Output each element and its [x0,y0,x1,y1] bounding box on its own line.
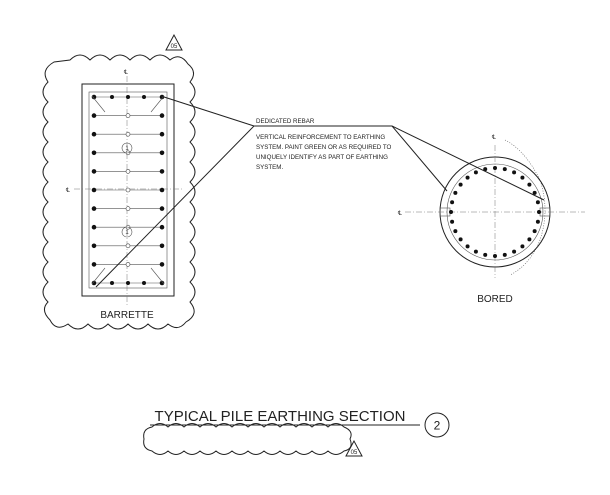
svg-text:SYSTEM.: SYSTEM. [256,164,283,171]
barrette-bar [110,281,114,285]
barrette-bar [142,281,146,285]
bored-bar [453,229,458,234]
barrette-bar [159,224,165,230]
centerline-mark-bored-top: ℄ [491,135,496,141]
bored-bar [512,249,517,254]
barrette-bar [91,262,97,267]
barrette-pile-mark-2: 1 [121,226,133,238]
bored-bar [527,182,532,187]
barrette-bar [159,280,165,286]
barrette-bar [91,187,97,193]
barrette-bar [125,187,131,193]
bored-bar [520,244,525,249]
centerline-mark-barrette-left: ℄ [65,188,70,194]
barrette-bars [91,94,165,286]
leader-lines [95,95,545,288]
title-revision-cloud [143,423,352,455]
barrette-bar [159,131,165,137]
bored-bar [493,166,497,170]
barrette-bar [159,243,165,249]
barrette-bar [91,131,97,137]
bored-pile: ℄ ℄ [397,135,585,278]
revision-tag-bottom: 05 [351,450,358,456]
revision-tag-top: 05 [171,44,178,50]
svg-text:1: 1 [125,146,129,152]
barrette-bar [159,169,165,174]
barrette-bar [91,224,97,230]
bored-bar [512,170,517,175]
bored-bar [535,219,540,224]
bored-bar [532,229,537,234]
bored-bar [532,190,537,195]
barrette-bar [126,95,130,99]
barrette-bar [125,206,131,211]
barrette-bar [159,150,165,156]
svg-text:SYSTEM. PAINT GREEN OR AS REQU: SYSTEM. PAINT GREEN OR AS REQUIRED TO [256,144,392,151]
bored-bar [450,200,455,205]
barrette-bar [91,206,97,211]
centerline-mark-bored-left: ℄ [397,211,402,217]
barrette-bar [125,113,131,118]
bored-bar [465,244,470,249]
bored-bar [537,210,541,214]
section-number-bubble: 2 [424,412,450,438]
svg-text:UNIQUELY IDENTIFY AS PART OF E: UNIQUELY IDENTIFY AS PART OF EARTHING [256,154,388,161]
barrette-label: BARRETTE [100,310,154,321]
bored-label: BORED [477,294,513,305]
bored-bars [449,166,541,258]
centerline-mark-barrette-top: ℄ [123,70,128,76]
svg-text:1: 1 [125,230,129,236]
section-number: 2 [434,419,441,433]
barrette-bar [91,280,97,286]
barrette-bar [142,95,146,99]
svg-text:VERTICAL REINFORCEMENT TO EART: VERTICAL REINFORCEMENT TO EARTHING [256,134,385,141]
barrette-bar [159,187,165,193]
leader-note: DEDICATED REBAR VERTICAL REINFORCEMENT T… [256,118,392,171]
revision-triangle-top: 05 [165,33,183,51]
barrette-pile-mark-1: 1 [121,142,133,154]
barrette-bar [91,150,97,156]
barrette-revision-cloud [42,54,196,330]
barrette-bar [91,113,97,118]
barrette-bar [159,262,165,267]
bored-bar [465,175,470,180]
barrette-bar [126,281,130,285]
bored-bar [450,219,455,224]
section-title: TYPICAL PILE EARTHING SECTION [155,408,406,425]
svg-text:DEDICATED REBAR: DEDICATED REBAR [256,118,315,125]
bored-bar [535,200,540,205]
barrette-bar [125,262,131,267]
barrette-bar [125,169,131,174]
revision-triangle-bottom: 05 [345,439,363,457]
barrette-bar [125,131,131,137]
barrette-bar [159,94,165,100]
bored-bar [493,254,497,258]
barrette-bar [91,243,97,249]
bored-bar [483,167,488,172]
bored-bar [502,167,507,172]
bored-bar [453,190,458,195]
bored-bar [458,237,463,242]
barrette-cage [88,91,168,289]
bored-bar [527,237,532,242]
bored-bar [473,249,478,254]
bored-bar [449,210,453,214]
bored-bar [520,175,525,180]
bored-bar [483,252,488,257]
bored-bar [473,170,478,175]
bored-bar [458,182,463,187]
barrette-bar [91,169,97,174]
barrette-bar [91,94,97,100]
bored-bar [502,252,507,257]
barrette-bar [125,243,131,249]
barrette-corner-diagonals [91,95,165,285]
barrette-bar [110,95,114,99]
barrette-bar [159,113,165,118]
barrette-outline [81,83,175,297]
barrette-bar [159,206,165,211]
